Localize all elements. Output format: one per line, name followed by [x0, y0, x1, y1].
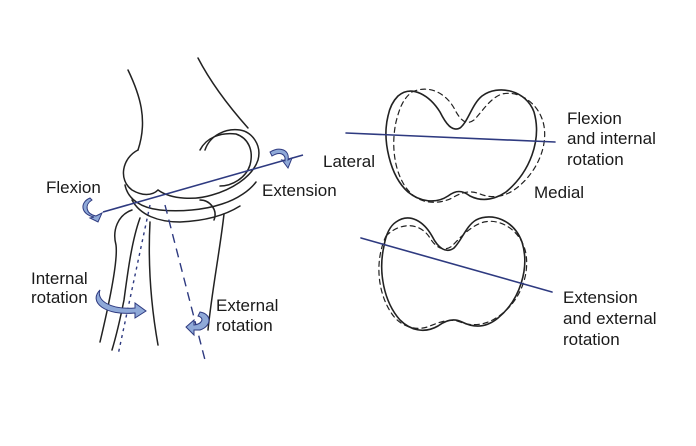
- label-extension-external-line1: Extension: [563, 288, 638, 307]
- tibial-plateau: [131, 199, 241, 223]
- femur-shaft-right-edge: [197, 57, 249, 129]
- flexion-arrow-icon: [82, 197, 104, 223]
- extension-external-rotation-axis: [360, 237, 553, 293]
- label-flexion: Flexion: [46, 178, 101, 197]
- label-extension-external-line2: and external: [563, 309, 657, 328]
- extension-arrow-icon: [269, 148, 293, 170]
- label-flexion-internal-line1: Flexion: [567, 109, 622, 128]
- tibia-right-edge: [207, 213, 225, 331]
- tibial-tubercle: [199, 199, 216, 221]
- flexion-extension-axis: [102, 154, 304, 213]
- tibia-left-edge: [148, 221, 159, 346]
- plateau-top-solid: [385, 89, 538, 202]
- patella: [199, 132, 252, 187]
- flexion-internal-rotation-axis: [345, 132, 556, 143]
- tibial-dashed-axis: [164, 204, 206, 361]
- label-extension-external-line3: rotation: [563, 330, 620, 349]
- label-flexion-internal-line2: and internal: [567, 129, 656, 148]
- knee-axes: [102, 154, 304, 361]
- label-external-rotation-line1: External: [216, 296, 279, 315]
- plateau-bottom-solid: [380, 216, 526, 332]
- plateau-top-dashed: [393, 88, 546, 203]
- tibial-plateau-bottom: [360, 216, 553, 332]
- label-flexion-internal-line3: rotation: [567, 150, 624, 169]
- femoral-condyle-main: [157, 128, 260, 200]
- label-internal-rotation-line1: Internal: [31, 269, 88, 288]
- femur-shaft-left-edge: [127, 69, 144, 151]
- label-extension: Extension: [262, 181, 337, 200]
- label-internal-rotation-line2: rotation: [31, 288, 88, 307]
- rotation-arrows: [82, 148, 293, 337]
- plateau-bottom-dashed: [378, 220, 528, 329]
- label-lateral: Lateral: [323, 152, 375, 171]
- label-external-rotation-line2: rotation: [216, 316, 273, 335]
- label-medial: Medial: [534, 183, 585, 202]
- femoral-condyle: [122, 149, 159, 196]
- tibial-plateau-top: [345, 88, 556, 203]
- fibula-shaft: [111, 217, 141, 351]
- external-rotation-arrow-icon: [185, 311, 210, 337]
- fibular-dotted-axis: [117, 204, 151, 356]
- internal-rotation-arrow-icon: [95, 289, 147, 319]
